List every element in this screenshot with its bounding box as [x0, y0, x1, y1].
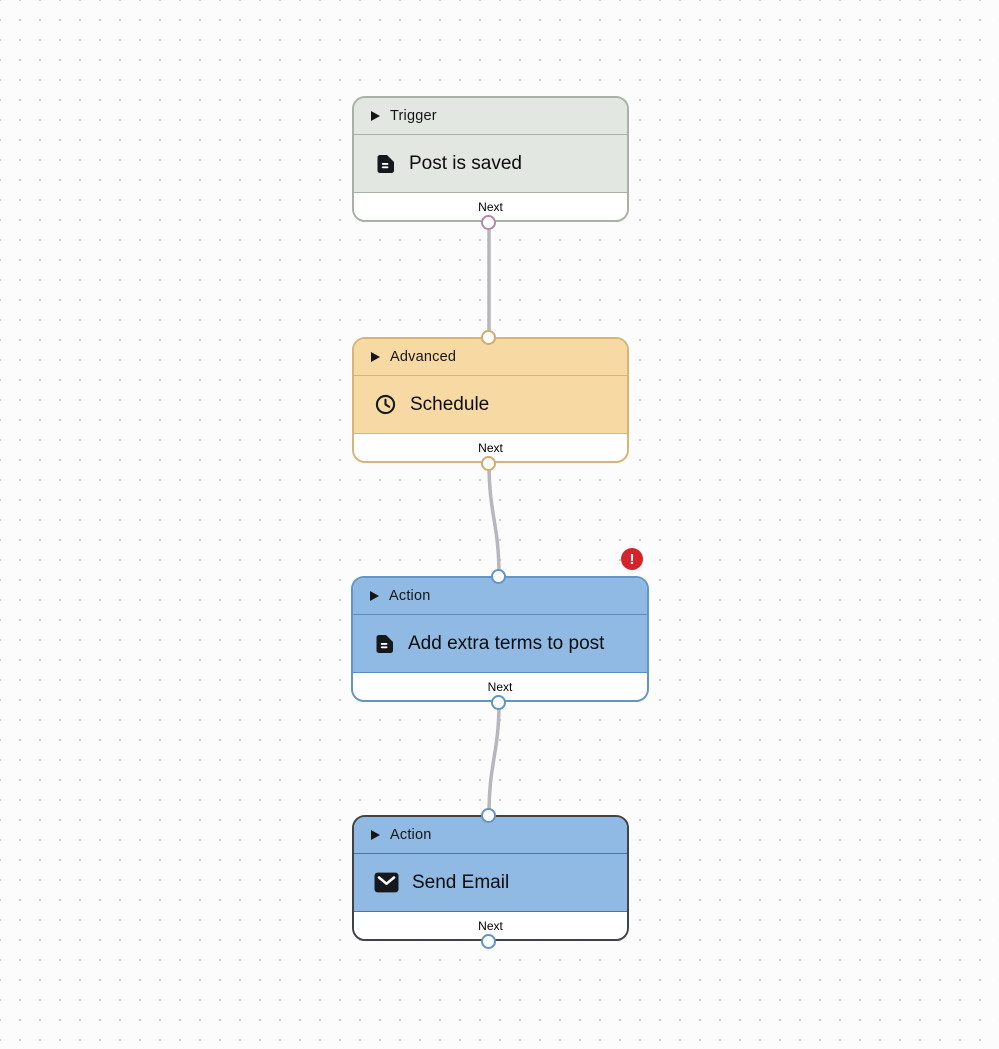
input-port[interactable] [481, 330, 496, 345]
node-category-label: Action [390, 827, 432, 843]
node-footer: Next [354, 192, 627, 220]
node-title: Send Email [412, 871, 510, 893]
node-category-label: Action [389, 588, 431, 604]
collapse-triangle-icon[interactable] [371, 830, 380, 840]
node-header[interactable]: Advanced [354, 339, 627, 376]
node-header[interactable]: Trigger [354, 98, 627, 135]
error-exclamation: ! [629, 550, 635, 568]
node-body[interactable]: Schedule [354, 376, 627, 433]
output-port[interactable] [491, 695, 506, 710]
connector-advanced-to-action1 [487, 461, 501, 578]
output-port[interactable] [481, 215, 496, 230]
document-icon [373, 633, 395, 655]
node-category-label: Trigger [390, 108, 437, 124]
workflow-node-add-extra-terms[interactable]: Action Add extra terms to post Next [351, 576, 649, 702]
next-label: Next [478, 440, 503, 455]
output-port[interactable] [481, 934, 496, 949]
connector-action1-to-action2 [487, 700, 501, 817]
workflow-node-trigger[interactable]: Trigger Post is saved Next [352, 96, 629, 222]
collapse-triangle-icon[interactable] [371, 352, 380, 362]
input-port[interactable] [491, 569, 506, 584]
mail-icon [374, 872, 399, 893]
node-title: Add extra terms to post [408, 632, 605, 654]
workflow-node-schedule[interactable]: Advanced Schedule Next [352, 337, 629, 463]
next-label: Next [487, 679, 513, 694]
clock-icon [374, 393, 397, 416]
node-body[interactable]: Add extra terms to post [353, 615, 647, 672]
node-body[interactable]: Post is saved [354, 135, 627, 192]
error-badge-icon[interactable]: ! [621, 548, 643, 570]
collapse-triangle-icon[interactable] [370, 591, 379, 601]
node-header[interactable]: Action [354, 817, 627, 854]
next-label: Next [478, 918, 503, 933]
workflow-node-send-email[interactable]: Action Send Email Next [352, 815, 629, 941]
next-label: Next [478, 199, 503, 214]
node-title: Post is saved [409, 152, 522, 174]
node-category-label: Advanced [390, 349, 457, 365]
node-header[interactable]: Action [353, 578, 647, 615]
node-title: Schedule [410, 393, 490, 415]
node-body[interactable]: Send Email [354, 854, 627, 911]
input-port[interactable] [481, 808, 496, 823]
collapse-triangle-icon[interactable] [371, 111, 380, 121]
document-icon [374, 153, 396, 175]
output-port[interactable] [481, 456, 496, 471]
